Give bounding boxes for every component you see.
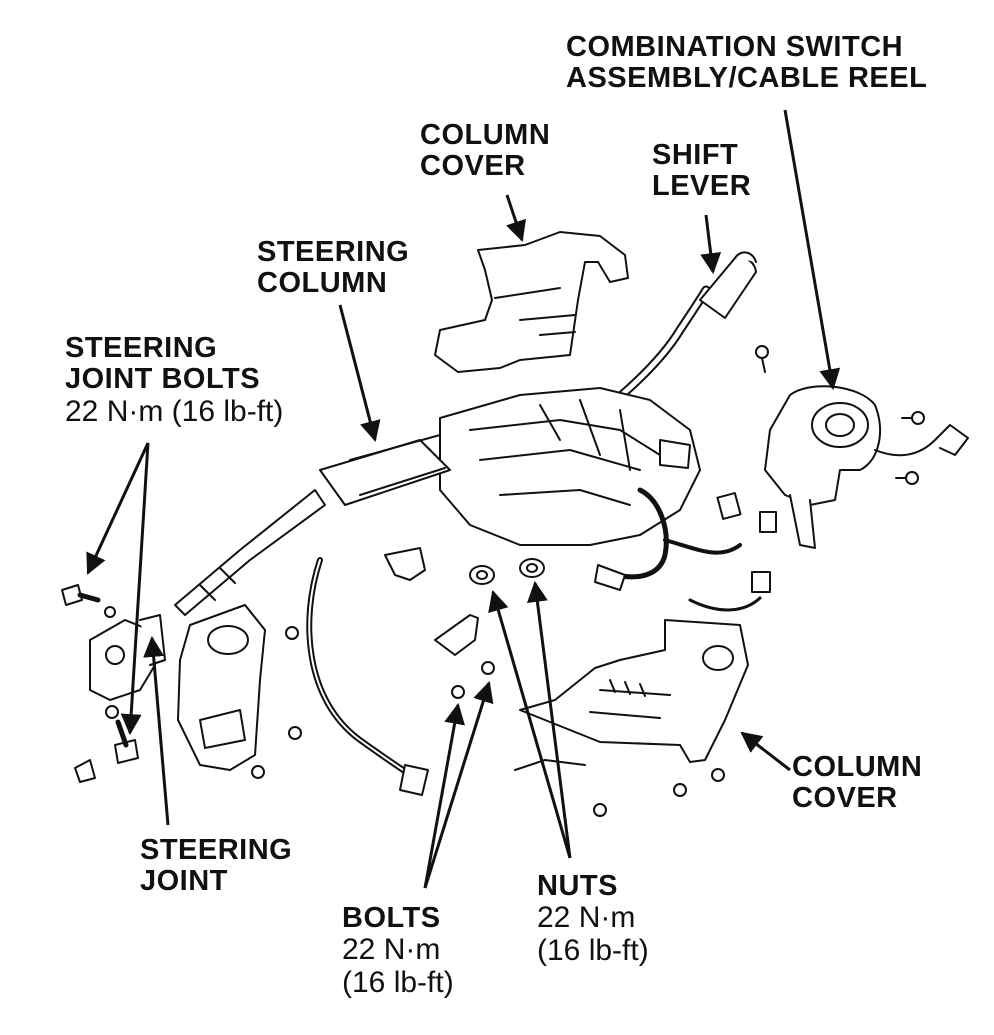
label-steering-joint-bolts: STEERING JOINT BOLTS 22 N·m (16 lb-ft) — [65, 332, 284, 428]
lower-column-cover-part — [519, 619, 749, 763]
label-column-cover-top-line1: COLUMN — [420, 119, 551, 151]
steering-joint-bolt-part — [61, 584, 139, 783]
label-column-cover-top: COLUMN COVER — [420, 119, 551, 183]
label-shift-lever-line1: SHIFT — [652, 139, 739, 171]
label-bolts: BOLTS 22 N·m (16 lb-ft) — [342, 902, 454, 999]
label-nuts-torque-nm: 22 N·m — [537, 901, 636, 935]
shift-lever-part — [605, 285, 711, 410]
label-steering-joint-bolts-line1: STEERING — [65, 332, 218, 364]
upper-column-cover-part — [434, 231, 629, 373]
label-steering-joint-line2: JOINT — [140, 865, 228, 898]
label-combination-switch: COMBINATION SWITCH ASSEMBLY/CABLE REEL — [566, 31, 928, 95]
label-steering-joint-line1: STEERING — [140, 834, 293, 866]
label-column-cover-bottom-line2: COVER — [792, 782, 898, 815]
combination-switch-part — [764, 385, 881, 506]
label-nuts-title: NUTS — [537, 870, 618, 902]
label-bolts-title: BOLTS — [342, 902, 441, 934]
label-steering-joint-bolts-torque: 22 N·m (16 lb-ft) — [65, 394, 284, 428]
label-steering-joint: STEERING JOINT — [140, 834, 293, 898]
label-shift-lever-line2: LEVER — [652, 170, 752, 203]
label-steering-column: STEERING COLUMN — [257, 236, 410, 300]
label-combination-switch-line1: COMBINATION SWITCH — [566, 31, 904, 63]
label-nuts: NUTS 22 N·m (16 lb-ft) — [537, 870, 649, 967]
label-column-cover-top-line2: COVER — [420, 150, 526, 183]
label-bolts-torque-nm: 22 N·m — [342, 933, 441, 967]
leader-arrows — [86, 109, 841, 889]
label-steering-column-line2: COLUMN — [257, 267, 388, 300]
label-bolts-torque-lbft: (16 lb-ft) — [342, 965, 454, 999]
label-shift-lever: SHIFT LEVER — [652, 139, 752, 203]
label-steering-joint-bolts-line2: JOINT BOLTS — [65, 363, 261, 396]
label-steering-column-line1: STEERING — [257, 236, 410, 268]
label-column-cover-bottom-line1: COLUMN — [792, 751, 923, 783]
label-nuts-torque-lbft: (16 lb-ft) — [537, 933, 649, 967]
steering-column-part — [439, 387, 701, 546]
label-combination-switch-line2: ASSEMBLY/CABLE REEL — [566, 62, 928, 95]
label-column-cover-bottom: COLUMN COVER — [792, 751, 923, 815]
